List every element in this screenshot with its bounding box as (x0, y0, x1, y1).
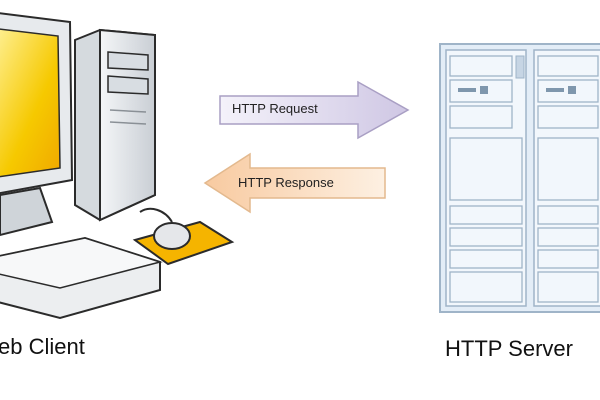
http-server-rack-icon (439, 43, 600, 313)
web-client-label: eb Client (0, 334, 85, 359)
monitor-icon (0, 12, 74, 237)
mouse-icon (132, 207, 235, 266)
computer-tower-icon (74, 28, 156, 222)
http-response-arrow (203, 152, 386, 214)
web-client-computer-icon (0, 12, 235, 320)
keyboard-icon (0, 236, 163, 320)
http-request-label: HTTP Request (232, 101, 318, 116)
http-request-arrow (219, 80, 410, 140)
http-response-label: HTTP Response (238, 175, 334, 190)
http-server-label: HTTP Server (445, 336, 573, 361)
